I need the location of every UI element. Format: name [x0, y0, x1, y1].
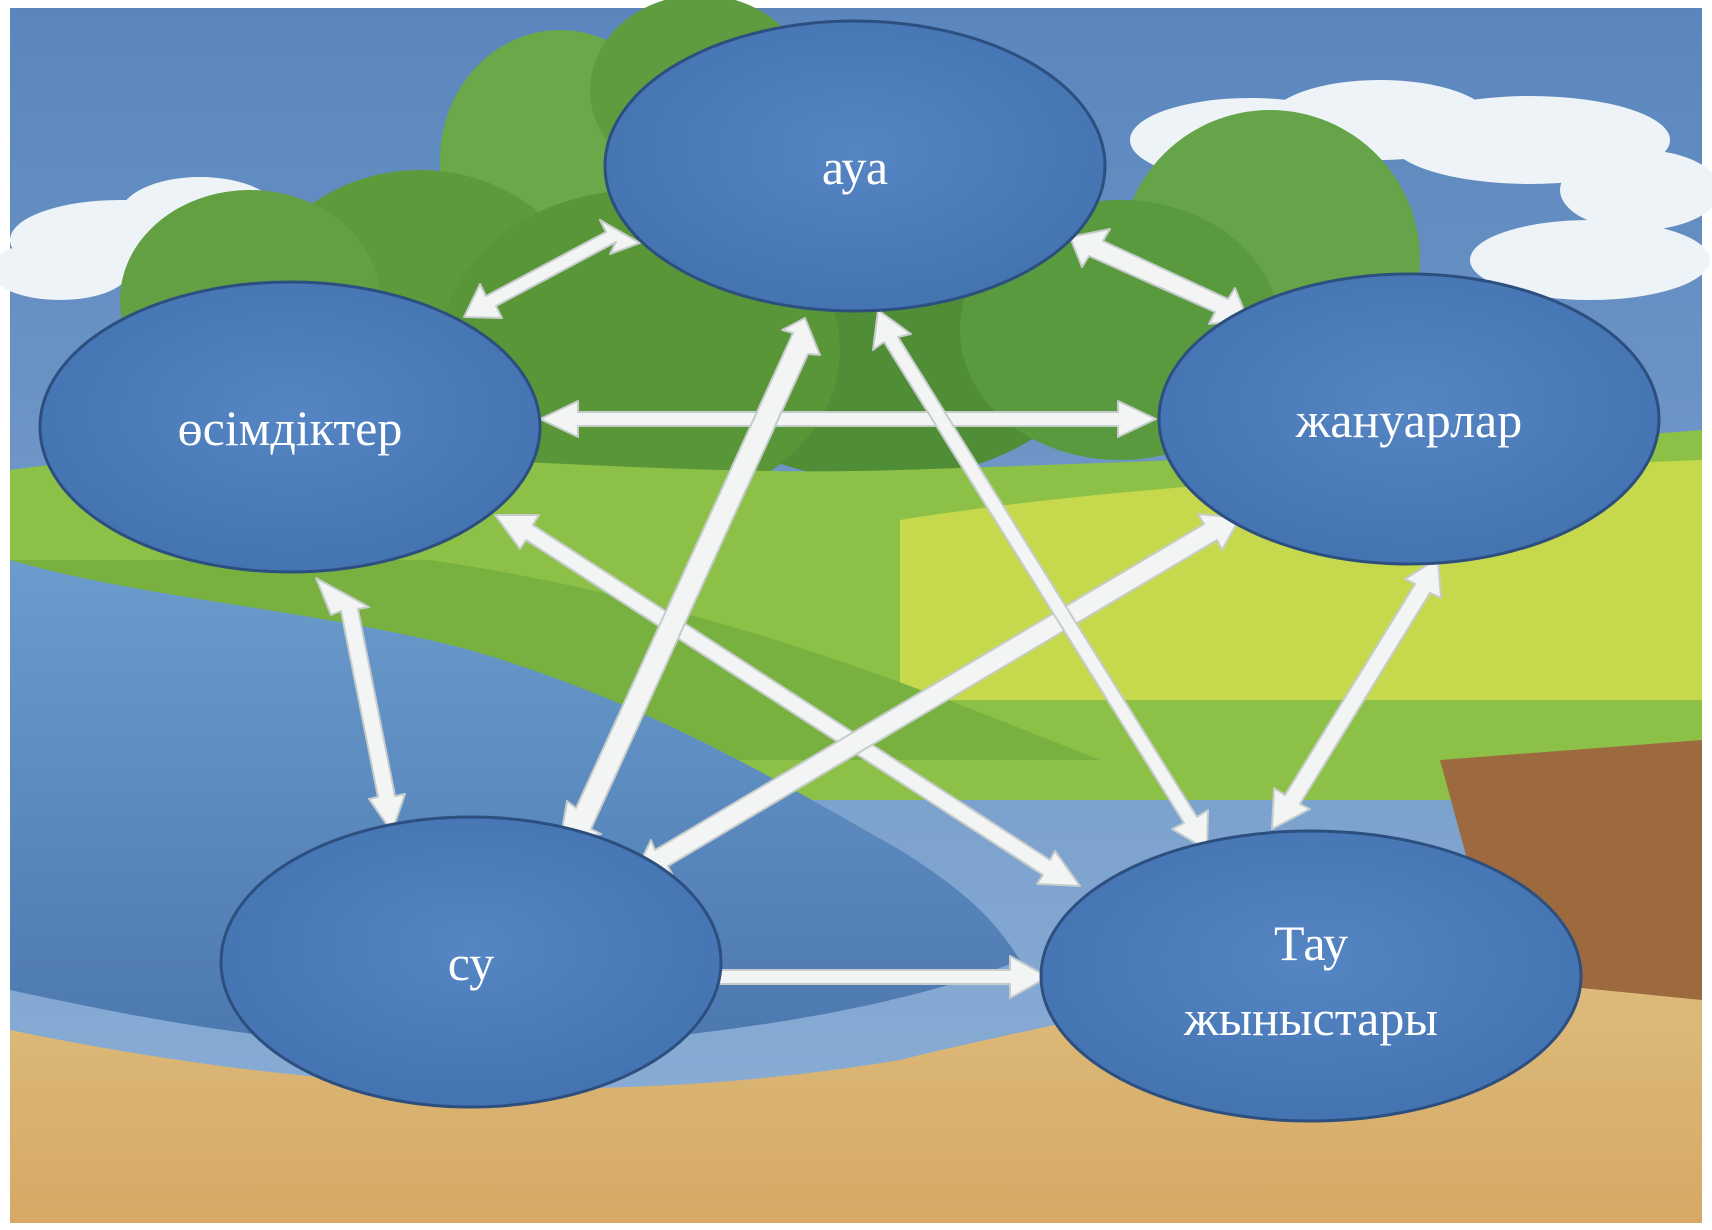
node-air-label: ауа	[822, 139, 888, 195]
node-rocks-label-line2: жыныстары	[1183, 990, 1438, 1046]
arrow-water-rocks	[718, 955, 1049, 999]
arrow-air-plants	[463, 219, 641, 319]
node-water-label: су	[448, 935, 495, 991]
arrow-plants-animals	[539, 400, 1157, 438]
arrows	[315, 219, 1442, 999]
node-animals-ellipse	[1157, 272, 1661, 566]
node-plants-ellipse	[38, 280, 542, 574]
node-plants: өсімдіктер	[38, 280, 542, 574]
node-air-ellipse	[603, 19, 1107, 313]
node-animals-label: жануарлар	[1295, 392, 1523, 448]
node-rocks-ellipse	[1039, 829, 1583, 1123]
node-rocks-label-line1: Тау	[1274, 915, 1348, 971]
node-water: су	[219, 815, 723, 1109]
arrow-animals-rocks	[1271, 557, 1442, 830]
node-water-ellipse	[219, 815, 723, 1109]
node-air: ауа	[603, 19, 1107, 313]
node-rocks: Тау жыныстары	[1039, 829, 1583, 1123]
arrow-plants-rocks	[494, 514, 1081, 887]
node-animals: жануарлар	[1157, 272, 1661, 566]
node-plants-label: өсімдіктер	[178, 400, 403, 456]
